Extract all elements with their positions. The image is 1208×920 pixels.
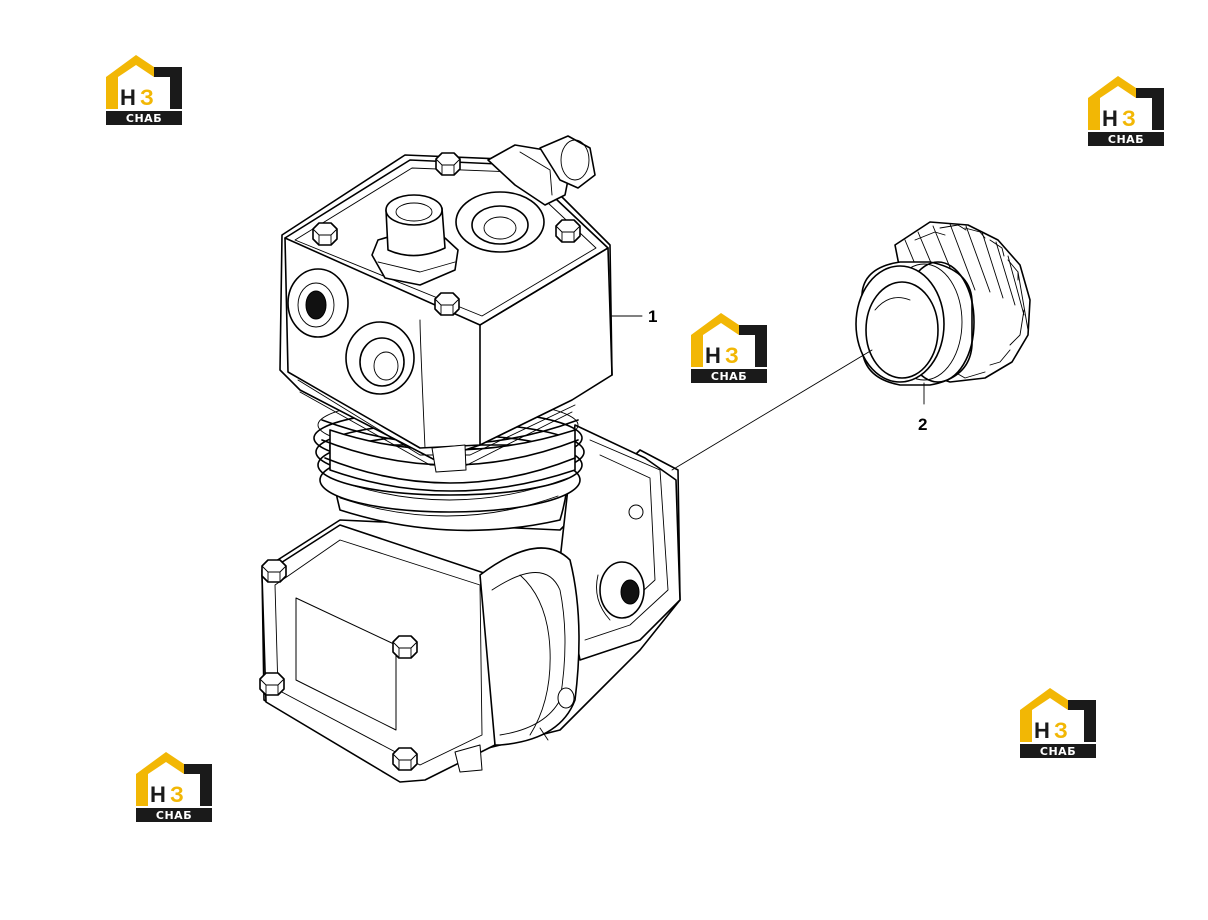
logo-caption: СНАБ bbox=[1040, 745, 1076, 758]
logo-letter-h: Н bbox=[120, 85, 136, 110]
watermark-logo: Н З СНАБ bbox=[1020, 688, 1096, 758]
logo-letter-h: Н bbox=[150, 782, 166, 807]
drive-gear-drawing bbox=[855, 221, 1031, 386]
callout-label-2: 2 bbox=[918, 415, 927, 434]
logo-letter-h: Н bbox=[1034, 718, 1050, 743]
watermark-logo: Н З СНАБ bbox=[136, 752, 212, 822]
logo-letter-3: З bbox=[140, 85, 154, 110]
logo-letter-h: Н bbox=[1102, 106, 1118, 131]
watermark-logo: Н З СНАБ bbox=[691, 313, 767, 383]
callout-leader-gear-to-compressor bbox=[671, 349, 873, 471]
logo-caption: СНАБ bbox=[126, 112, 162, 125]
logo-letter-3: З bbox=[1122, 106, 1136, 131]
watermark-logo: Н З СНАБ bbox=[106, 55, 182, 125]
logo-caption: СНАБ bbox=[156, 809, 192, 822]
logo-caption: СНАБ bbox=[1108, 133, 1144, 146]
watermark-logo: Н З СНАБ bbox=[1088, 76, 1164, 146]
callout-label-1: 1 bbox=[648, 307, 657, 326]
logo-letter-3: З bbox=[170, 782, 184, 807]
logo-caption: СНАБ bbox=[711, 370, 747, 383]
logo-letter-3: З bbox=[1054, 718, 1068, 743]
logo-letter-h: Н bbox=[705, 343, 721, 368]
logo-letter-3: З bbox=[725, 343, 739, 368]
air-compressor-drawing bbox=[259, 135, 681, 783]
